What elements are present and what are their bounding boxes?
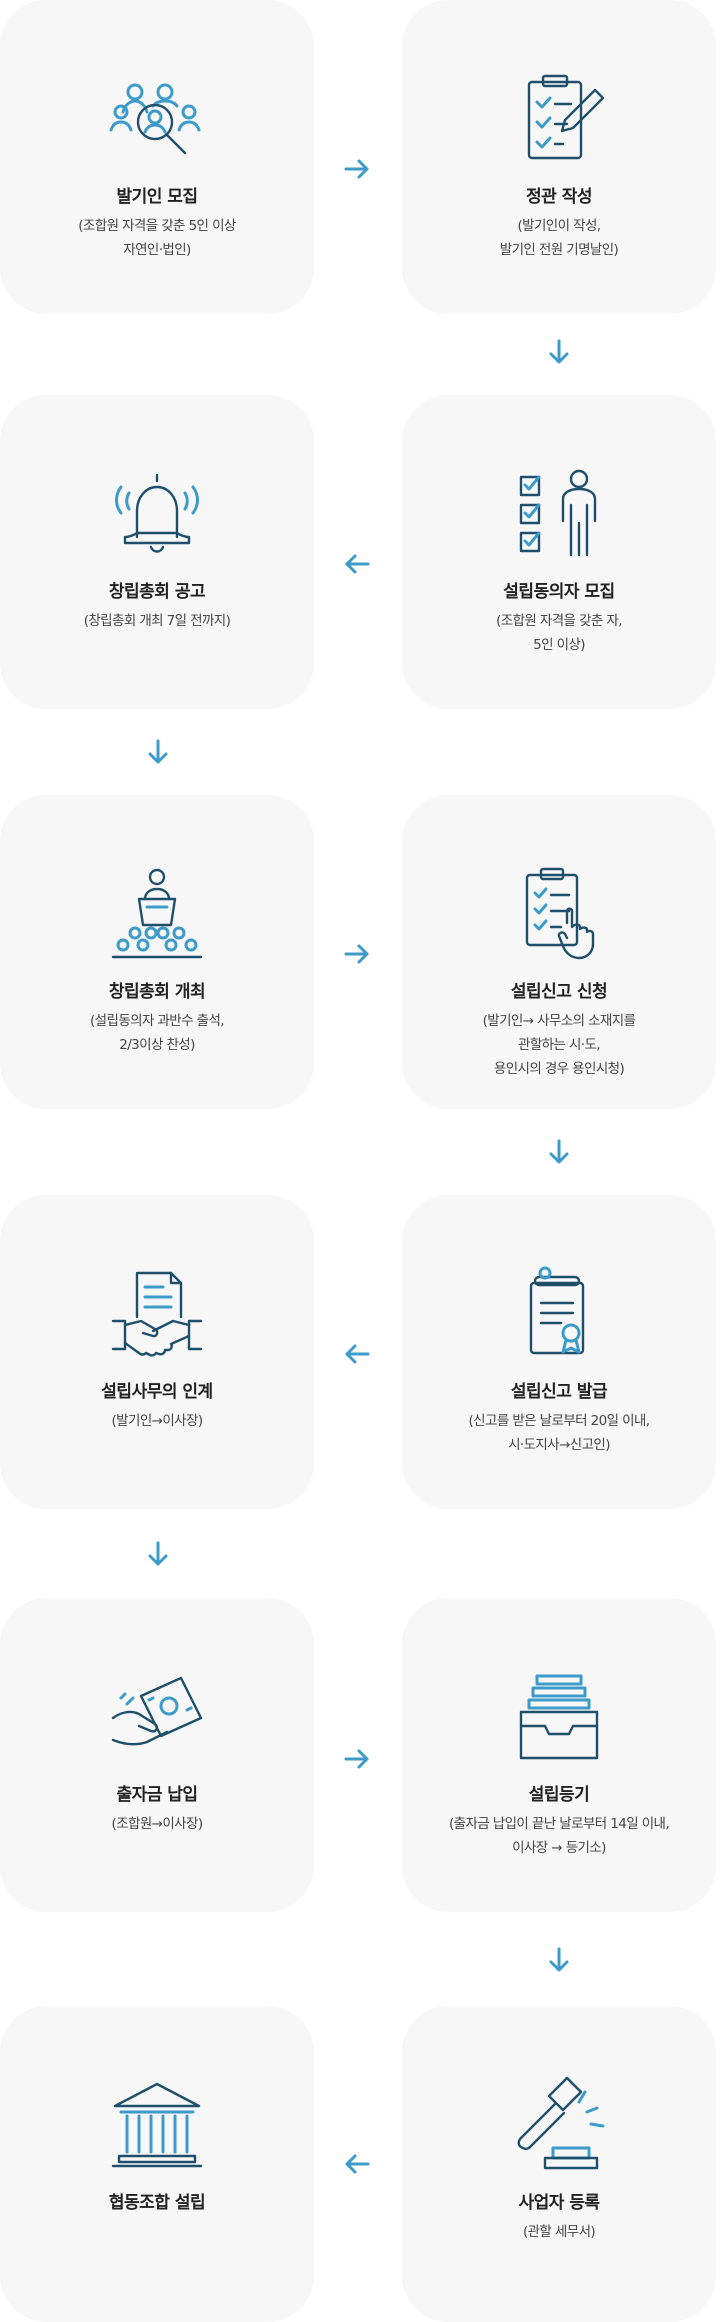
archive-box-icon bbox=[509, 1668, 609, 1768]
step-desc: (창립총회 개최 7일 전까지) bbox=[83, 613, 231, 629]
bell-icon bbox=[107, 465, 207, 565]
handshake-document-icon bbox=[107, 1265, 207, 1365]
step-desc: (조합원 자격을 갖춘 자,5인 이상) bbox=[496, 613, 622, 653]
step-desc: (발기인이 작성,발기인 전원 기명날인) bbox=[499, 218, 619, 258]
step-desc: (출자금 납입이 끝난 날로부터 14일 이내,이사장 → 등기소) bbox=[448, 1816, 670, 1856]
step-desc: (조합원→이사장) bbox=[111, 1816, 204, 1832]
step-title: 창립총회 개최 bbox=[108, 982, 206, 1002]
arrow-right-icon bbox=[343, 1745, 371, 1773]
step-card-registration-issued: 설립신고 발급 (신고를 받은 날로부터 20일 이내,시·도지사→신고인) bbox=[402, 1195, 716, 1509]
people-search-icon bbox=[107, 70, 207, 170]
step-title: 설립신고 신청 bbox=[510, 982, 608, 1002]
step-title: 발기인 모집 bbox=[116, 187, 198, 207]
clipboard-pen-icon bbox=[509, 70, 609, 170]
step-title: 협동조합 설립 bbox=[108, 2193, 206, 2213]
podium-audience-icon bbox=[107, 865, 207, 965]
money-hand-icon bbox=[107, 1668, 207, 1768]
step-title: 사업자 등록 bbox=[518, 2193, 600, 2213]
step-title: 설립동의자 모집 bbox=[503, 582, 615, 602]
arrow-right-icon bbox=[343, 155, 371, 183]
step-title: 설립신고 발급 bbox=[510, 1382, 608, 1402]
step-card-handover: 설립사무의 인계 (발기인→이사장) bbox=[0, 1195, 314, 1509]
arrow-down-icon bbox=[144, 738, 172, 766]
step-title: 설립등기 bbox=[528, 1785, 590, 1805]
arrow-left-icon bbox=[343, 2150, 371, 2178]
gavel-icon bbox=[509, 2076, 609, 2176]
arrow-left-icon bbox=[343, 1340, 371, 1368]
step-card-articles: 정관 작성 (발기인이 작성,발기인 전원 기명날인) bbox=[402, 0, 716, 314]
checklist-hand-icon bbox=[509, 865, 609, 965]
step-desc: (설립동의자 과반수 출석,2/3이상 찬성) bbox=[90, 1013, 225, 1053]
arrow-right-icon bbox=[343, 940, 371, 968]
arrow-left-icon bbox=[343, 550, 371, 578]
step-title: 출자금 납입 bbox=[116, 1785, 198, 1805]
certificate-icon bbox=[509, 1265, 609, 1365]
step-card-cooperative-established: 협동조합 설립 bbox=[0, 2006, 314, 2322]
step-title: 정관 작성 bbox=[526, 187, 592, 207]
arrow-down-icon bbox=[545, 1138, 573, 1166]
arrow-down-icon bbox=[144, 1540, 172, 1568]
step-card-registration: 설립등기 (출자금 납입이 끝난 날로부터 14일 이내,이사장 → 등기소) bbox=[402, 1598, 716, 1912]
step-card-assembly-notice: 창립총회 공고 (창립총회 개최 7일 전까지) bbox=[0, 395, 314, 709]
step-card-assembly-held: 창립총회 개최 (설립동의자 과반수 출석,2/3이상 찬성) bbox=[0, 795, 314, 1109]
step-desc: (관할 세무서) bbox=[522, 2224, 596, 2240]
step-card-consent-recruit: 설립동의자 모집 (조합원 자격을 갖춘 자,5인 이상) bbox=[402, 395, 716, 709]
step-desc: (신고를 받은 날로부터 20일 이내,시·도지사→신고인) bbox=[468, 1413, 651, 1453]
step-card-capital-payment: 출자금 납입 (조합원→이사장) bbox=[0, 1598, 314, 1912]
step-title: 창립총회 공고 bbox=[108, 582, 206, 602]
checklist-person-icon bbox=[509, 465, 609, 565]
step-title: 설립사무의 인계 bbox=[101, 1382, 213, 1402]
arrow-down-icon bbox=[545, 338, 573, 366]
arrow-down-icon bbox=[545, 1946, 573, 1974]
institution-building-icon bbox=[107, 2076, 207, 2176]
step-card-business-registration: 사업자 등록 (관할 세무서) bbox=[402, 2006, 716, 2322]
step-desc: (발기인→이사장) bbox=[111, 1413, 204, 1429]
